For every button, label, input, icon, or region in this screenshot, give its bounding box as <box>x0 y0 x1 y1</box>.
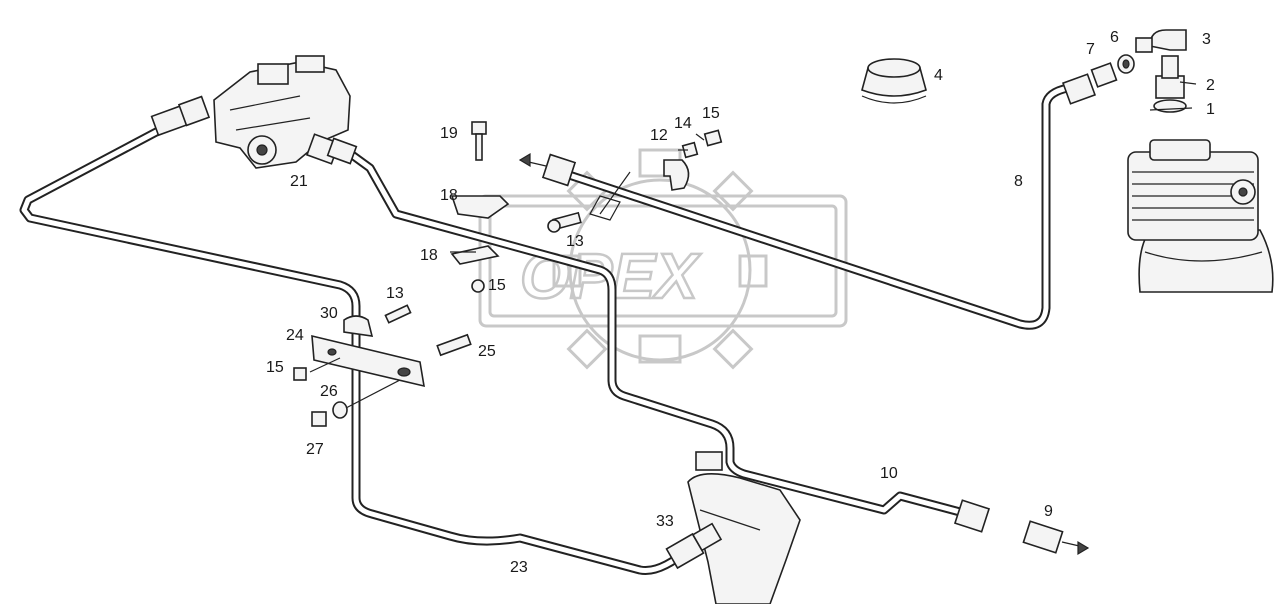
watermark-frame-outer <box>478 194 848 328</box>
fitting-1-2-3 <box>1135 29 1187 113</box>
label-19: 19 <box>440 125 458 142</box>
part-labels: 1 2 3 4 6 7 8 9 10 12 13 13 14 15 15 15 … <box>266 29 1215 576</box>
label-13-top: 13 <box>566 233 584 250</box>
label-15-left: 15 <box>266 359 284 376</box>
label-24: 24 <box>286 327 304 344</box>
label-1: 1 <box>1206 101 1215 118</box>
fitting-33 <box>665 522 723 570</box>
label-25: 25 <box>478 343 496 360</box>
label-33: 33 <box>656 513 674 530</box>
nut-27 <box>311 411 327 427</box>
bolt-19 <box>471 121 487 161</box>
pipe-left-loop <box>19 113 361 325</box>
bolt-25 <box>436 333 472 357</box>
fitting-9 <box>1022 520 1090 556</box>
label-14: 14 <box>674 115 692 132</box>
compressor <box>1127 139 1274 293</box>
nut-pipe8-left <box>518 152 577 187</box>
label-21: 21 <box>290 173 308 190</box>
label-7: 7 <box>1086 41 1095 58</box>
clip-12 <box>589 159 690 221</box>
label-18-top: 18 <box>440 187 458 204</box>
bolt-13-mid <box>384 304 412 324</box>
opex-watermark: OPEX <box>478 148 848 370</box>
watermark-gear <box>552 148 768 370</box>
nut-15-mid <box>471 279 485 293</box>
label-18-bottom: 18 <box>420 247 438 264</box>
nut-15-left <box>293 367 307 381</box>
leader-lines <box>309 81 1197 409</box>
cap-4 <box>861 58 927 104</box>
nut-8-end <box>1061 73 1097 105</box>
label-4: 4 <box>934 67 943 84</box>
nut-10-end <box>953 499 991 533</box>
nut-7 <box>1090 62 1118 88</box>
nut-14 <box>681 141 699 159</box>
label-9: 9 <box>1044 503 1053 520</box>
label-23: 23 <box>510 559 528 576</box>
label-10: 10 <box>880 465 898 482</box>
label-27: 27 <box>306 441 324 458</box>
label-8: 8 <box>1014 173 1023 190</box>
label-13-mid: 13 <box>386 285 404 302</box>
bolt-13-top <box>547 211 582 233</box>
washer-26 <box>332 401 348 419</box>
label-2: 2 <box>1206 77 1215 94</box>
label-6: 6 <box>1110 29 1119 46</box>
label-12: 12 <box>650 127 668 144</box>
valve-33 <box>687 451 801 604</box>
label-15-mid: 15 <box>488 277 506 294</box>
label-26: 26 <box>320 383 338 400</box>
nut-15-top <box>703 129 723 147</box>
label-3: 3 <box>1202 31 1211 48</box>
label-30: 30 <box>320 305 338 322</box>
clamp-30 <box>343 315 374 337</box>
pipe-23 <box>351 325 695 576</box>
bracket-24 <box>311 334 425 388</box>
label-15-top: 15 <box>702 105 720 122</box>
fitting-21-left <box>150 95 211 137</box>
washer-6 <box>1117 54 1135 74</box>
bracket-18-bottom <box>450 245 500 265</box>
pipe-8 <box>555 83 1073 330</box>
fitting-21-right <box>305 133 358 165</box>
bracket-18-top <box>450 195 510 219</box>
pipe-center <box>343 147 965 517</box>
